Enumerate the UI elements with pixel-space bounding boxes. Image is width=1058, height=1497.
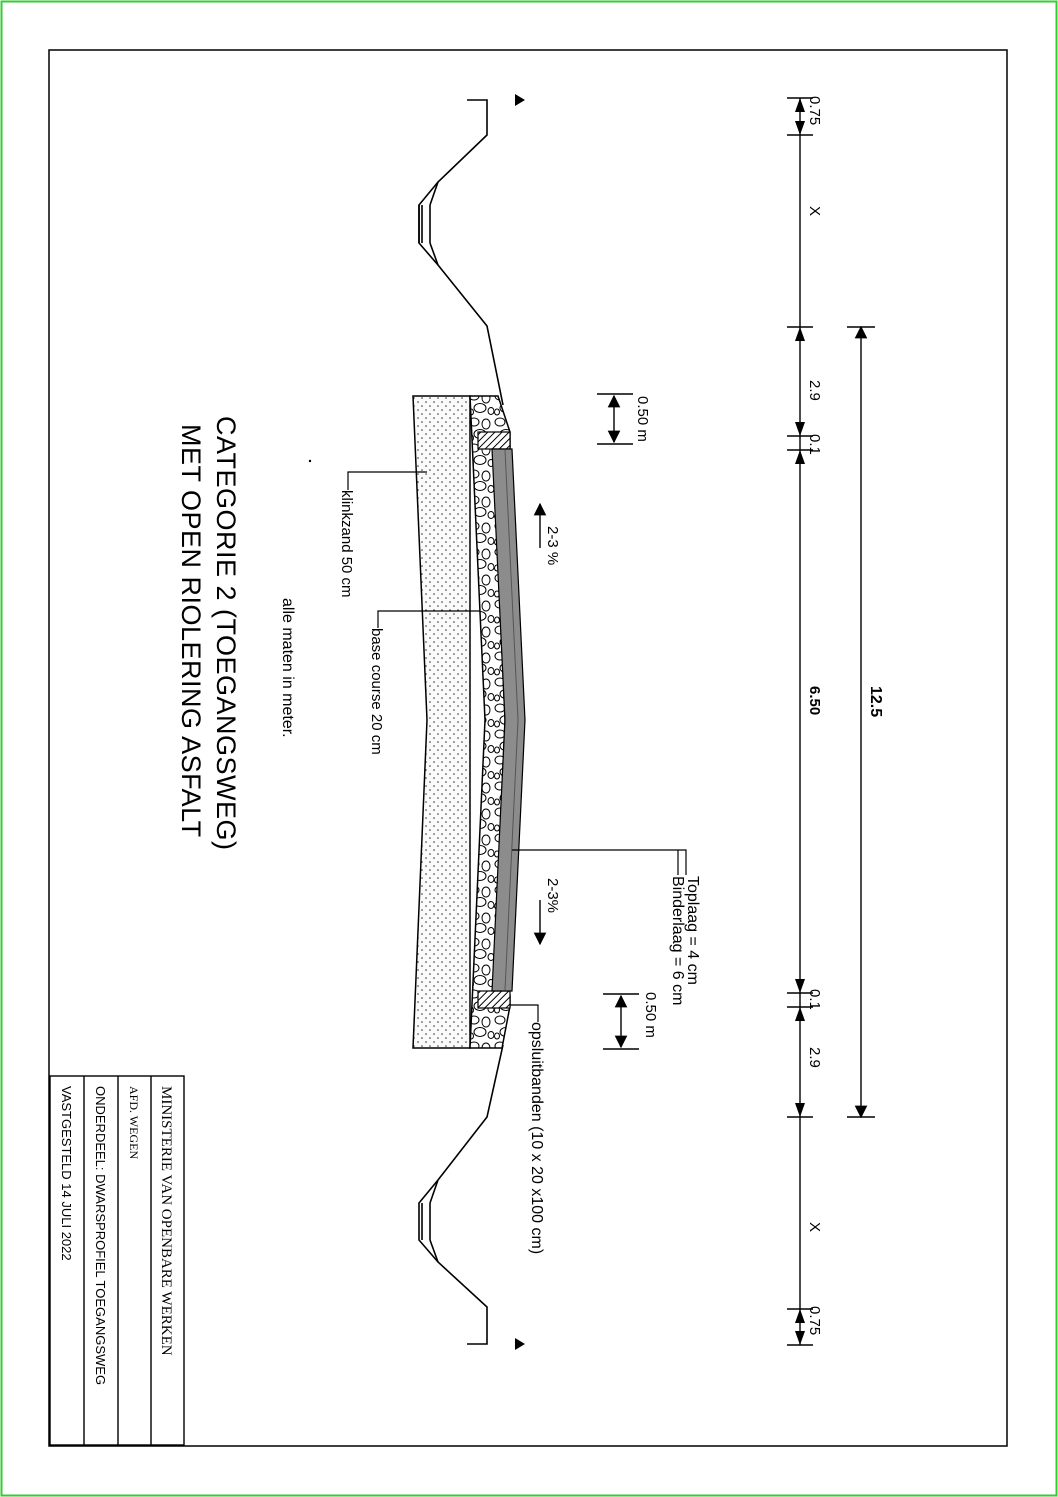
depth-dimension-left — [597, 393, 633, 445]
dim-top-edge: 0.75 — [806, 96, 823, 125]
ditch-top-marker — [515, 94, 525, 106]
leader-asphalt — [512, 849, 687, 875]
drawing-border — [48, 49, 1008, 1447]
tb-component: ONDERDEEL: DWARSPROFIEL TOEGANGSWEG — [93, 1086, 108, 1385]
dim-top-curb: 0.1 — [806, 434, 823, 455]
dimension-labels: 0.75 X 2.9 0.1 6.50 0.1 2.9 X 0.75 12.5 … — [634, 96, 884, 1335]
leader-opsluitbanden — [510, 1004, 539, 1022]
label-klinkzand: klinkzand 50 cm — [338, 490, 355, 598]
ditch-top — [418, 99, 504, 406]
title-line1: CATEGORIE 2 (TOEGANGSWEG) — [211, 416, 241, 851]
curb-bottom — [477, 990, 511, 1009]
dim-bottom-ditch: X — [806, 1222, 823, 1232]
label-opsluitbanden: opsluitbanden (10 x 20 x100 cm) — [528, 1022, 545, 1254]
tb-approved: VASTGESTELD 14 JULI 2022 — [59, 1086, 74, 1261]
title-block — [49, 1075, 185, 1446]
dim-depth-right: 0.50 m — [642, 992, 659, 1038]
dim-bottom-curb: 0.1 — [806, 989, 823, 1010]
slope-left-label: 2-3 % — [544, 526, 561, 565]
center-dot — [308, 459, 312, 463]
label-base-course: base course 20 cm — [368, 628, 385, 755]
dim-bottom-shoulder: 2.9 — [806, 1047, 823, 1068]
dim-depth-left: 0.50 m — [634, 396, 651, 442]
asphalt-layer — [491, 448, 526, 992]
dim-carriageway: 6.50 — [806, 686, 823, 715]
slope-labels: 2-3 % 2-3% — [544, 526, 561, 913]
title-line2: MET OPEN RIOLERING ASFALT — [176, 424, 206, 838]
tb-department: AFD. WEGEN — [127, 1086, 141, 1159]
leader-base-course — [377, 610, 480, 628]
leader-klinkzand — [347, 471, 427, 490]
dim-top-shoulder: 2.9 — [806, 380, 823, 401]
dim-overall: 12.5 — [867, 686, 884, 717]
dim-bottom-edge: 0.75 — [806, 1306, 823, 1335]
label-binderlaag: Binderlaag = 6 cm — [669, 876, 686, 1005]
depth-dimension-right — [603, 993, 639, 1050]
dim-top-ditch: X — [806, 206, 823, 216]
title-block-text: MINISTERIE VAN OPENBARE WERKEN AFD. WEGE… — [59, 1086, 174, 1385]
toplaag-line — [504, 449, 519, 991]
layer-labels: klinkzand 50 cm base course 20 cm Toplaa… — [338, 490, 701, 1254]
tb-ministry: MINISTERIE VAN OPENBARE WERKEN — [158, 1086, 174, 1356]
drawing-title: CATEGORIE 2 (TOEGANGSWEG) MET OPEN RIOLE… — [176, 416, 296, 851]
dimension-arrowheads — [795, 98, 805, 1345]
note-units: alle maten in meter. — [279, 598, 296, 738]
dimension-line-main — [787, 97, 813, 1346]
slope-right-label: 2-3% — [544, 878, 561, 913]
ditch-bottom-marker — [515, 1338, 525, 1350]
label-toplaag: Toplaag = 4 cm — [684, 876, 701, 985]
ditch-bottom — [418, 1044, 504, 1345]
dimension-line-overall — [847, 325, 875, 1119]
curb-top — [477, 431, 511, 450]
klinkzand-layer — [412, 395, 471, 1049]
